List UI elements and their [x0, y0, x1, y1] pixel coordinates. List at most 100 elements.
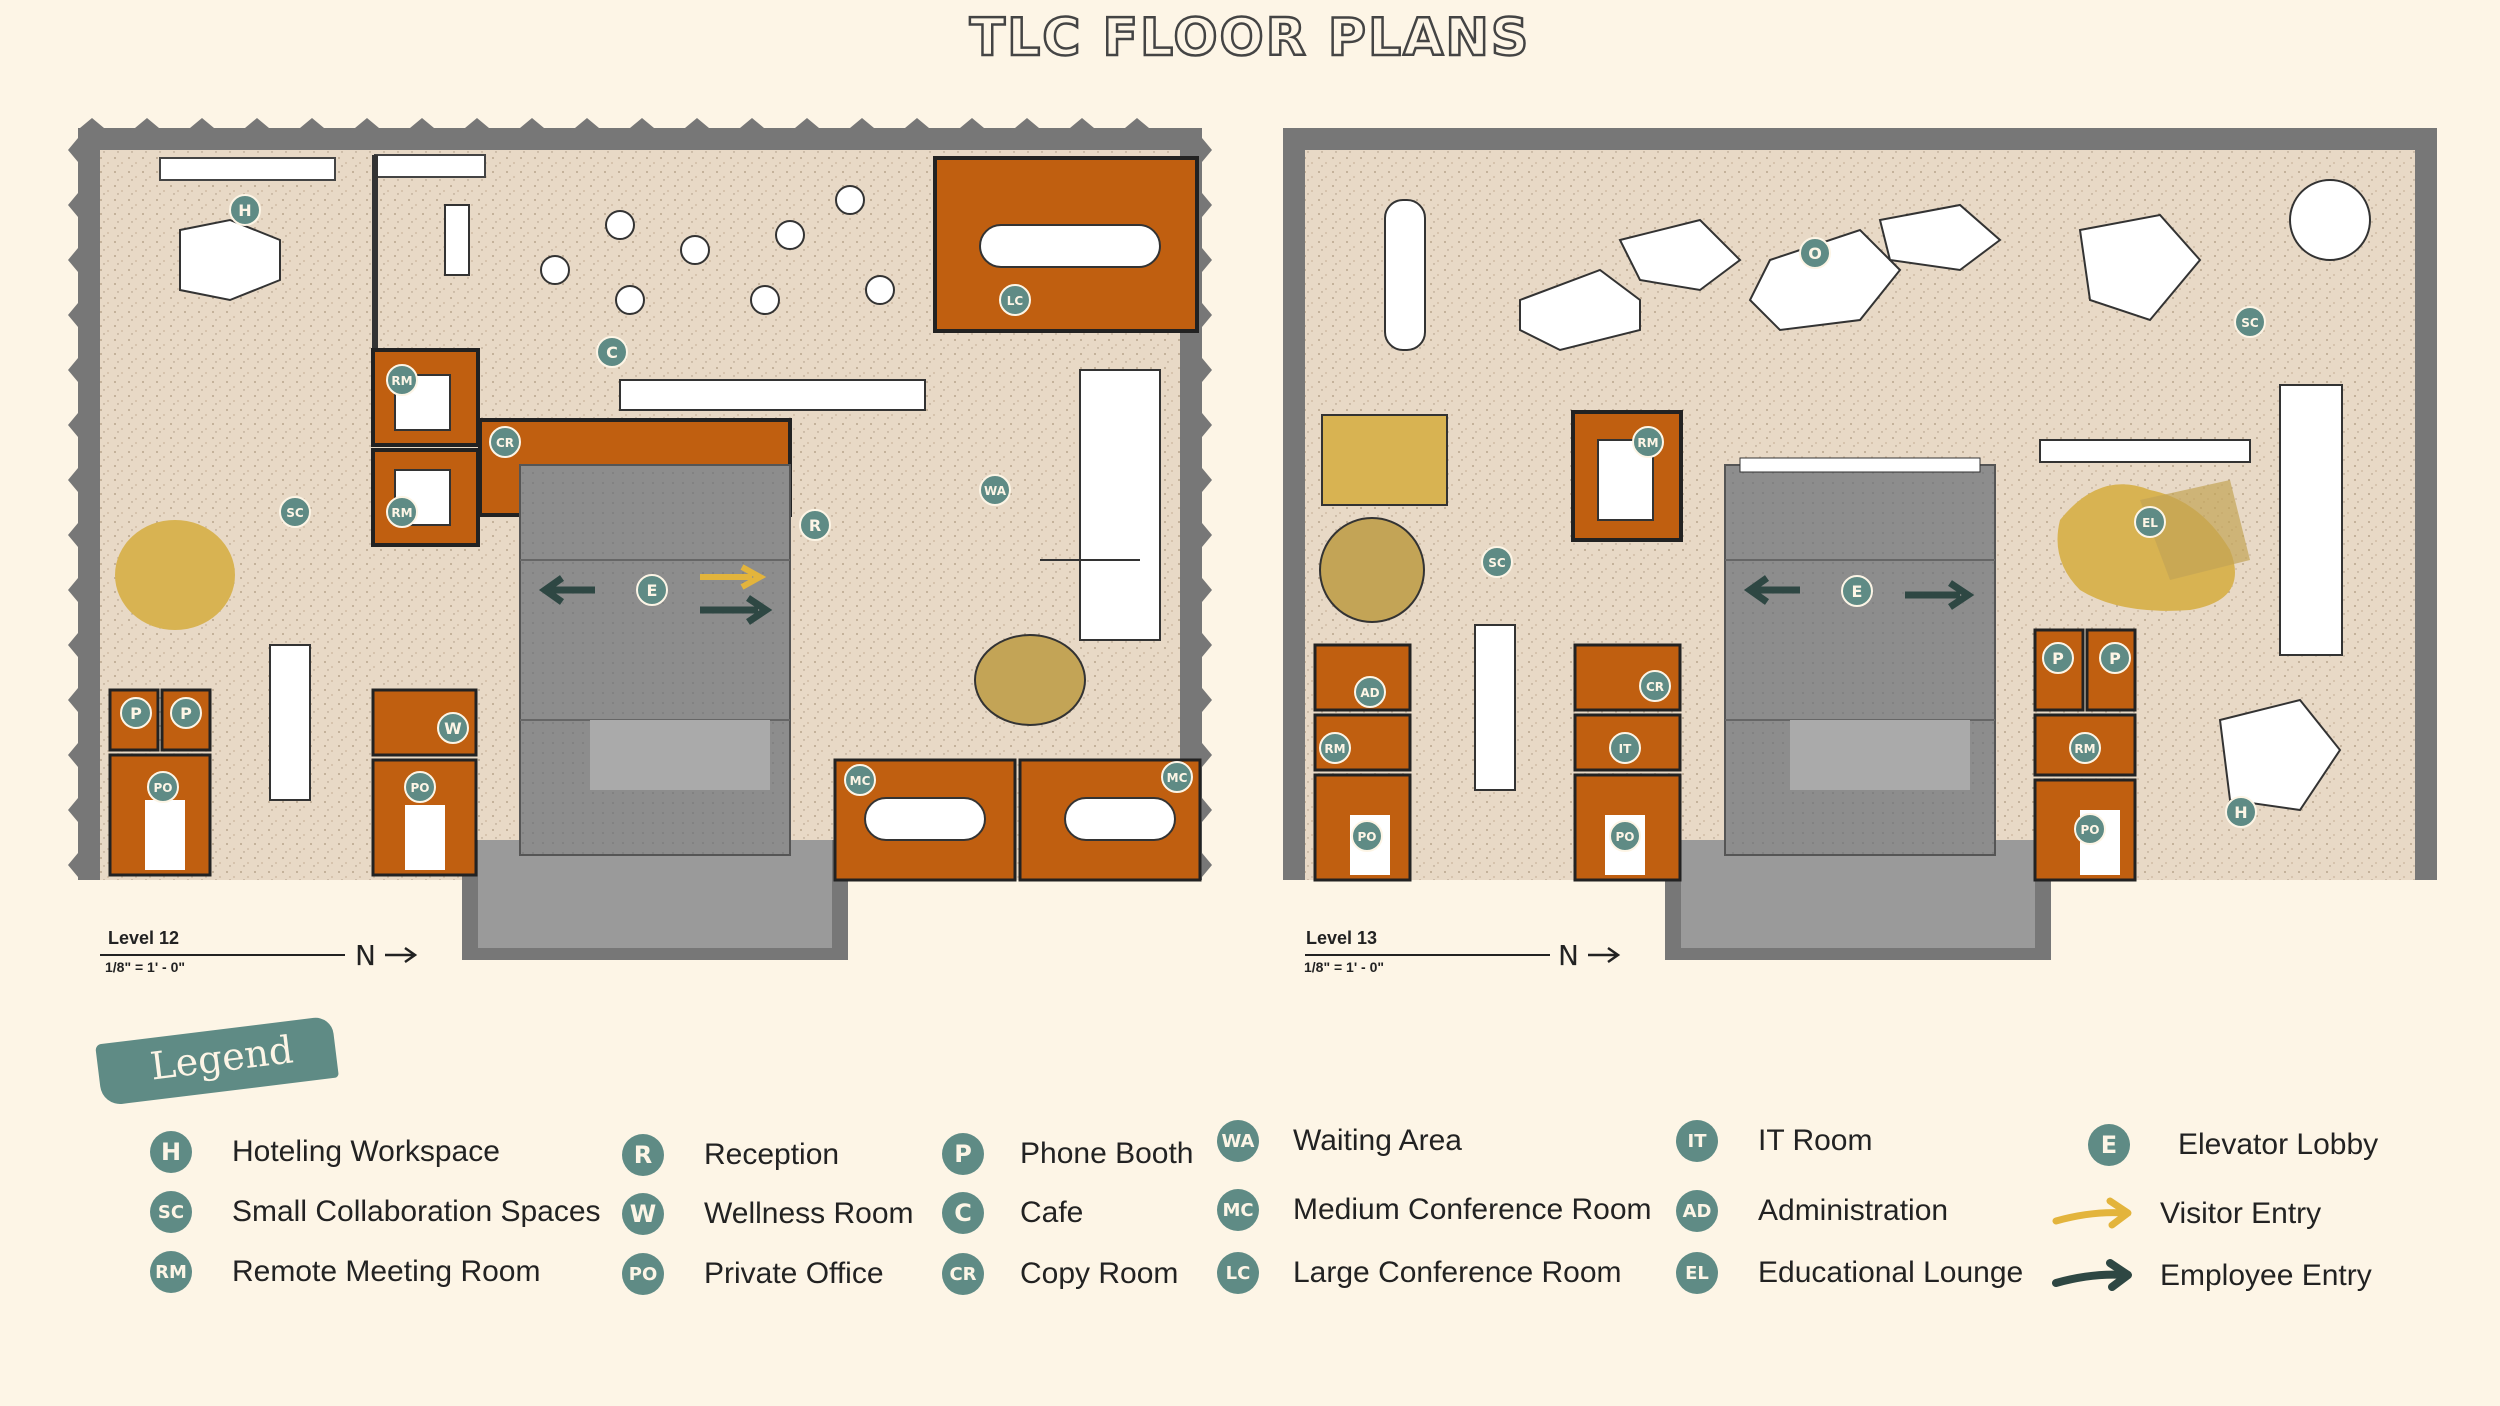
column-icon [1202, 358, 1212, 382]
level-13-badge-el-label: EL [2142, 516, 2158, 530]
column-icon [1202, 413, 1212, 437]
legend-item-reception: R Reception [622, 1131, 839, 1179]
level-13-north-arrow: N [1305, 939, 1621, 972]
level-13-badge-cr-label: CR [1646, 680, 1664, 694]
badge-icon: W [622, 1193, 664, 1235]
column-icon [1015, 118, 1039, 128]
level-12-badge-rm-icon [386, 364, 418, 396]
column-icon [68, 523, 78, 547]
column-icon [795, 118, 819, 128]
level-13-badge-p-label: P [2109, 649, 2121, 668]
level-13-badge-o-icon [1799, 237, 1831, 269]
level-13-badge-po-icon [2074, 813, 2106, 845]
badge-icon: AD [1676, 1190, 1718, 1232]
level-12-badge-mc-label: MC [850, 774, 871, 788]
column-icon [68, 193, 78, 217]
legend-label: Remote Meeting Room [232, 1255, 541, 1288]
level-13-plan [1283, 128, 2437, 960]
badge-icon: WA [1217, 1120, 1259, 1162]
level-13-scale: 1/8" = 1' - 0" [1304, 959, 1385, 975]
legend-label: Medium Conference Room [1293, 1193, 1652, 1226]
column-icon [355, 118, 379, 128]
column-icon [850, 118, 874, 128]
column-icon [465, 118, 489, 128]
legend-item-visitor-entry: Visitor Entry [2052, 1190, 2321, 1238]
badge-icon: P [942, 1133, 984, 1175]
level-12-badge-rm-label: RM [391, 374, 412, 388]
column-icon [68, 468, 78, 492]
level-12-badge-mc-label: MC [1167, 771, 1188, 785]
column-icon [1202, 743, 1212, 767]
level-12-badge-po-icon [404, 771, 436, 803]
column-icon [68, 853, 78, 877]
legend-item-large-conference: LC Large Conference Room [1217, 1249, 1622, 1297]
level-12-badge-lc-label: LC [1007, 294, 1024, 308]
column-icon [520, 118, 544, 128]
column-icon [905, 118, 929, 128]
column-icon [1202, 468, 1212, 492]
column-icon [80, 118, 104, 128]
level-13-badge-po-label: PO [1616, 830, 1635, 844]
legend-label: Reception [704, 1138, 840, 1171]
column-icon [300, 118, 324, 128]
level-13-badge-ad-label: AD [1360, 686, 1379, 700]
column-icon [740, 118, 764, 128]
level-12-badge-w-icon [437, 712, 469, 744]
level-12-badge-wa-label: WA [984, 484, 1007, 498]
column-icon [68, 578, 78, 602]
legend-label: Hoteling Workspace [232, 1135, 500, 1168]
page-title: TLC FLOOR PLANS [968, 7, 1531, 70]
level-13-badge-po-label: PO [1358, 830, 1377, 844]
column-icon [1202, 688, 1212, 712]
legend-item-small-collab: SC Small Collaboration Spaces [150, 1188, 601, 1236]
badge-icon: EL [1676, 1252, 1718, 1294]
level-13-badge-cr-icon [1639, 670, 1671, 702]
legend-label: Visitor Entry [2160, 1197, 2322, 1230]
column-icon [190, 118, 214, 128]
column-icon [68, 138, 78, 162]
column-icon [68, 633, 78, 657]
visitor-arrow-icon [2052, 1197, 2132, 1229]
level-12-columns [68, 118, 1212, 877]
legend-label: Wellness Room [704, 1197, 914, 1230]
column-icon [1202, 248, 1212, 272]
legend-label: Private Office [704, 1257, 884, 1290]
level-12-badge-e-label: E [647, 581, 658, 600]
column-icon [1202, 138, 1212, 162]
level-13-badge-rm-label: RM [1637, 436, 1658, 450]
legend-item-private-office: PO Private Office [622, 1250, 884, 1298]
column-icon [68, 303, 78, 327]
column-icon [1202, 303, 1212, 327]
badge-icon: LC [1217, 1252, 1259, 1294]
level-13-badge-po-icon [1609, 820, 1641, 852]
column-icon [68, 413, 78, 437]
level-12-badge-rm-icon [386, 496, 418, 528]
level-13-badge-it-label: IT [1619, 742, 1632, 756]
level-12-badge-sc-icon [279, 496, 311, 528]
level-13-badge-sc-icon [1481, 546, 1513, 578]
level-13-badge-e-icon [1841, 575, 1873, 607]
legend-item-wellness: W Wellness Room [622, 1190, 914, 1238]
legend-item-it-room: IT IT Room [1676, 1117, 1872, 1165]
level-12-badge-p-label: P [130, 704, 142, 723]
level-12-plan [68, 118, 1212, 960]
column-icon [1070, 118, 1094, 128]
column-icon [1202, 523, 1212, 547]
legend-item-educational-lounge: EL Educational Lounge [1676, 1249, 2023, 1297]
level-13-label: Level 13 [1306, 928, 1378, 948]
column-icon [1202, 193, 1212, 217]
level-12-label: Level 12 [108, 928, 180, 948]
column-icon [68, 798, 78, 822]
badge-icon: E [2088, 1124, 2130, 1166]
legend-item-waiting-area: WA Waiting Area [1217, 1117, 1462, 1165]
level-13-badge-rm-icon [1632, 426, 1664, 458]
employee-arrow-icon [2052, 1259, 2132, 1291]
column-icon [1202, 798, 1212, 822]
level-12-badge-w-label: W [444, 719, 462, 738]
legend-label: Large Conference Room [1293, 1256, 1622, 1289]
legend-label: Administration [1758, 1194, 1949, 1227]
level-12-badge-h-label: H [238, 201, 251, 220]
level-13-badge-p-label: P [2052, 649, 2064, 668]
legend-label: Waiting Area [1293, 1124, 1462, 1157]
